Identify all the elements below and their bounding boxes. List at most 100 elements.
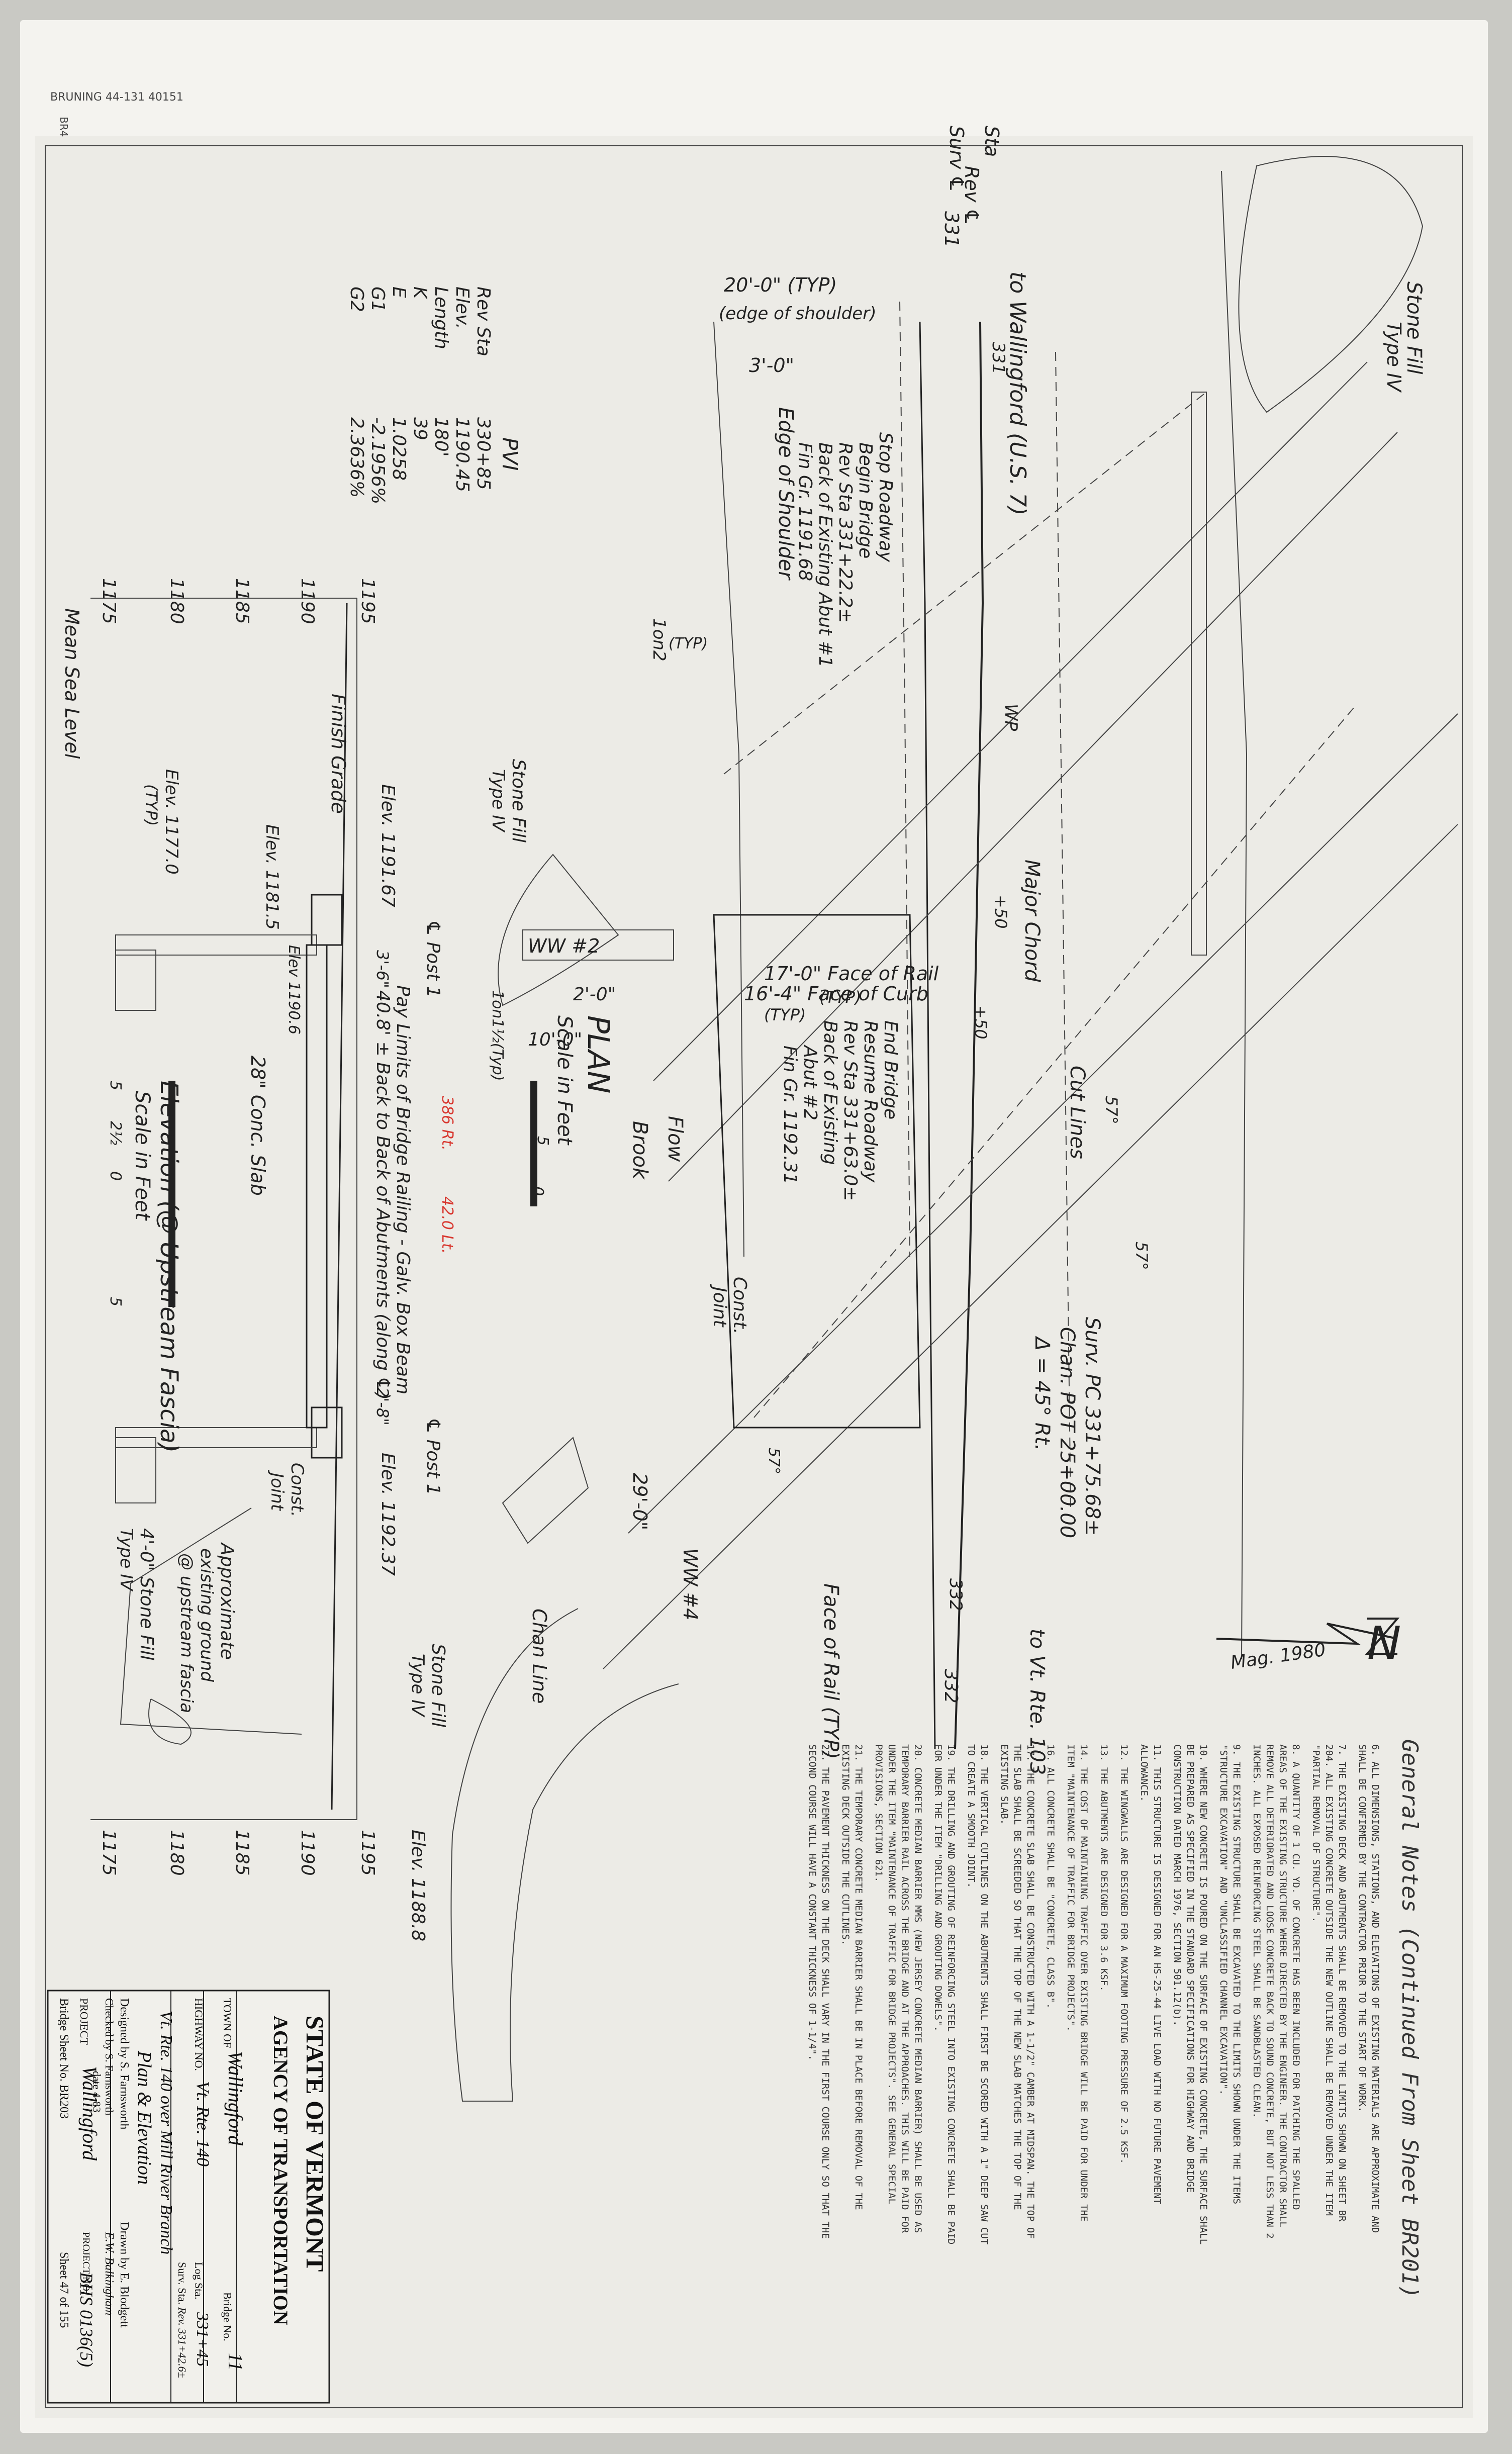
tb-town: Wallingford	[224, 2051, 247, 2146]
label-face-rail-17: 17'-0" Face of Rail	[764, 963, 939, 985]
label-edge-of-shoulder: Edge of Shoulder	[774, 407, 797, 581]
tb-sheet: Sheet 47 of 155	[57, 2252, 70, 2328]
label-elev-1192: Elev. 1192.37	[377, 1453, 398, 1576]
tb-bridge-no-label: Bridge No.	[221, 2292, 234, 2341]
label-msl: Mean Sea Level	[61, 608, 83, 759]
note-line-1: 6. ALL DIMENSIONS, STATIONS, AND ELEVATI…	[1370, 1744, 1381, 2233]
tb-highway-label: HIGHWAY NO.	[193, 1998, 205, 2071]
label-const-elev: Const.	[287, 1463, 307, 1517]
label-elev-1190-6: Elev 1190.6	[285, 945, 303, 1034]
label-pay-limits: Pay Limits of Bridge Railing - Galv. Box…	[393, 985, 413, 1394]
elev-scale-5a: 5	[107, 1081, 124, 1090]
label-elev-1181: Elev. 1181.5	[262, 824, 282, 930]
label-post-left: ℄ Post 1	[423, 920, 443, 998]
bridge-diagonal-1	[653, 361, 1368, 1081]
axis-right-tick-1175: 1175	[99, 1830, 119, 1876]
note-line-5: CONSTRUCTION DATED MARCH 1976, SECTION 5…	[1172, 1744, 1183, 2026]
note-line-2: "PARTIAL REMOVAL OF STRUCTURE".	[1310, 1744, 1321, 1923]
tb-surv-sta-label: Surv. Sta.	[176, 2262, 188, 2305]
note-line-11: 17. THE CONCRETE SLAB SHALL BE CONSTRUCT…	[1025, 1744, 1036, 2239]
bridge-diagonal-3	[628, 713, 1458, 1534]
begin-bridge-note: Stop Roadway Begin Bridge Rev Sta 331+22…	[795, 432, 896, 668]
label-stone-fill-mid: Stone Fill	[508, 759, 529, 842]
label-332-b: 332	[946, 1578, 966, 1611]
label-conc-slab: 28" Conc. Slab	[247, 1056, 269, 1196]
red-annotation-a: 386 Rt.	[438, 1096, 456, 1151]
note-line-15: EXISTING DECK OUTSIDE THE CUTLINES.	[840, 1744, 851, 1945]
axis-right-tick-1185: 1185	[232, 1830, 252, 1876]
stone-fill-abut-1	[115, 950, 156, 1011]
tb-project-town: Wallingford	[78, 2066, 101, 2161]
label-plus50-b: +50	[971, 1005, 990, 1040]
pvi-value-4: 39	[410, 417, 430, 440]
label-chan-line: Chan Line	[528, 1609, 550, 1704]
pvi-rows: Rev Sta330+85Elev.1190.45Length180'K39E1…	[346, 287, 494, 504]
label-wp: WP	[1001, 704, 1021, 731]
axis-left-tick-1190: 1190	[297, 578, 318, 624]
label-332-a: 332	[940, 1669, 961, 1704]
label-type-iv-top: Type IV	[1383, 322, 1405, 393]
axis-left-tick-1175: 1175	[99, 578, 119, 624]
label-to-vt140: to Vt. Rte. 103	[1025, 1629, 1049, 1775]
note-line-2: 7. THE EXISTING DECK AND ABUTMENTS SHALL…	[1337, 1744, 1348, 2222]
general-notes: General Notes (Continued From Sheet BR20…	[1397, 1739, 1423, 2299]
header-code: BRUNING 44-131 40151	[50, 91, 183, 104]
label-approx-1: Approximate	[217, 1542, 237, 1660]
note-line-6: ALLOWANCE.	[1139, 1744, 1150, 1802]
tb-desc: Vt. Rte. 140 over Mill River Branch	[157, 2011, 175, 2254]
elevation-view	[90, 598, 537, 1820]
label-cut-lines: Cut Lines	[1066, 1066, 1089, 1159]
pvi-label-2: Elev.	[452, 287, 472, 329]
tb-highway: Vt. Rte. 140	[193, 2081, 213, 2166]
label-surv-pc-1: Surv. PC 331+75.68±	[1081, 1317, 1104, 1536]
pvi-value-5: 1.0258	[389, 417, 409, 481]
north-letter-shape	[1365, 1618, 1400, 1655]
label-typ-c: (TYP)	[764, 1005, 806, 1024]
label-major-chord: Major Chord	[1020, 860, 1044, 982]
label-1on1half: 1on1½(Typ)	[489, 990, 506, 1081]
label-stone-fill-plan-b: Stone Fill	[428, 1644, 448, 1727]
pvi-value-1: 330+85	[473, 417, 494, 490]
note-line-16: SECOND COURSE WILL HAVE A CONSTANT THICK…	[807, 1744, 818, 2060]
elev-scale-0: 0	[107, 1171, 124, 1181]
survey-centerline	[954, 321, 984, 1750]
label-surv-cl: Surv ℄	[946, 126, 968, 192]
label-29-0: 29'-0"	[629, 1473, 651, 1530]
note-line-12: 18. THE VERTICAL CUTLINES ON THE ABUTMEN…	[979, 1744, 990, 2244]
note-line-2: 204. ALL EXISTING CONCRETE OUTSIDE THE N…	[1324, 1744, 1335, 2216]
note-line-10: 16. ALL CONCRETE SHALL BE "CONCRETE, CLA…	[1045, 1744, 1056, 2009]
note-line-5: BE PREPARED AS SPECIFIED IN THE STANDARD…	[1185, 1744, 1196, 2193]
tb-log-sta: 331+45	[193, 2312, 212, 2367]
note-line-8: 13. THE ABUTMENTS ARE DESIGNED FOR 3.6 K…	[1098, 1744, 1109, 1992]
label-type-iv-mid: Type IV	[488, 769, 508, 833]
pvi-label-6: G1	[367, 287, 388, 312]
label-2-8: 2'-8"	[373, 1387, 392, 1426]
axis-right-tick-1195: 1195	[357, 1830, 378, 1876]
label-10-0: 10'-0"	[528, 1029, 582, 1050]
label-ww4: WW #4	[679, 1548, 701, 1620]
label-2-0: 2'-0"	[573, 984, 616, 1005]
label-stone-fill-top: Stone Fill	[1402, 281, 1426, 374]
label-1on2: 1on2	[649, 618, 669, 662]
note-line-11: EXISTING SLAB.	[999, 1744, 1010, 1825]
label-type-iv-plan-b: Type IV	[408, 1654, 428, 1718]
deck-outline	[713, 914, 921, 1429]
end-bridge-note: End Bridge Resume Roadway Rev Sta 331+63…	[780, 1020, 901, 1201]
label-to-wallingford: to Wallingford (U.S. 7)	[1005, 271, 1030, 516]
elev-scale-2half: 2½	[107, 1121, 124, 1145]
plan-view	[450, 156, 1458, 2102]
note-line-6: 11. THIS STRUCTURE IS DESIGNED FOR AN HS…	[1152, 1744, 1163, 2204]
note-line-9: ITEM "MAINTENANCE OF TRAFFIC FOR BRIDGE …	[1065, 1744, 1076, 2032]
title-block-frame	[47, 1990, 330, 2404]
label-approx-3: @ upstream fascia	[176, 1553, 197, 1713]
ww2-wall	[522, 929, 674, 961]
tb-drawn: Drawn by E. Blodgett	[118, 2222, 131, 2328]
pvi-label-5: E	[389, 287, 409, 298]
end-bridge-line-1: End Bridge	[880, 1020, 901, 1119]
begin-bridge-line-3: Rev Sta 331+22.2±	[835, 442, 856, 623]
label-rev-cl: Rev ℄	[961, 166, 983, 225]
pvi-table: PVI Rev Sta330+85Elev.1190.45Length180'K…	[346, 287, 522, 504]
